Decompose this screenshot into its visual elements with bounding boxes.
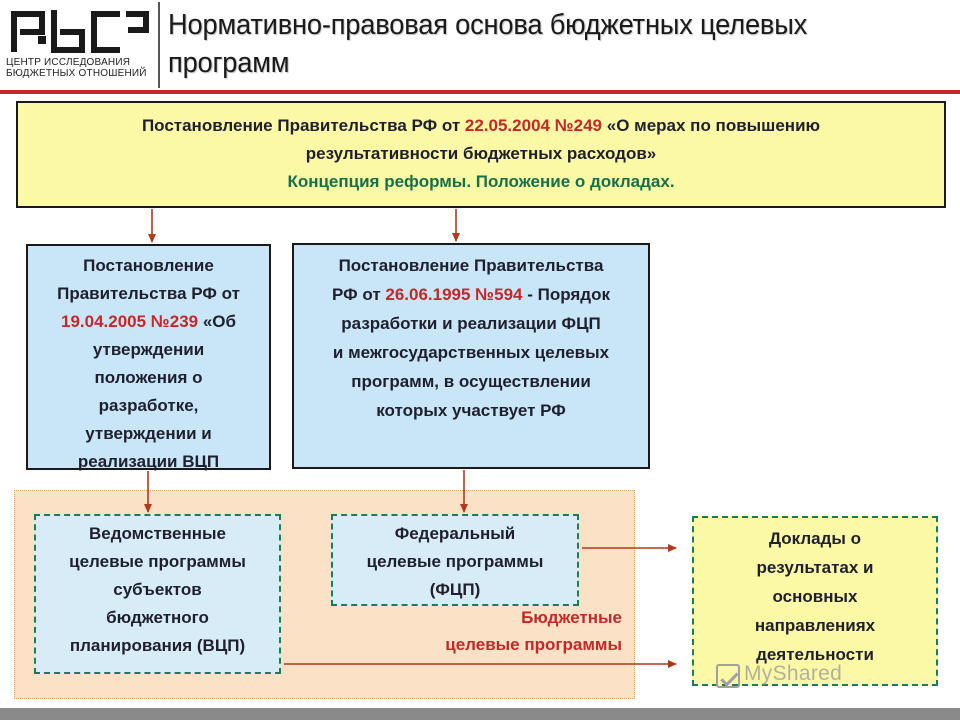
fcp-line: Федеральный <box>394 524 516 543</box>
logo-caption-line2: БЮДЖЕТНЫХ ОТНОШЕНИЙ <box>6 68 147 79</box>
decree-594-line: и межгосударственных целевых <box>332 343 610 362</box>
decree-594-box: Постановление Правительства РФ от 26.06.… <box>292 243 650 469</box>
budget-programs-label-line: целевые программы <box>445 635 622 654</box>
decree-239-ref: 19.04.2005 №239 <box>60 312 199 331</box>
logo: ЦЕНТР ИССЛЕДОВАНИЯ БЮДЖЕТНЫХ ОТНОШЕНИЙ <box>0 0 158 88</box>
decree-239-ref-line: 19.04.2005 №239 «Об <box>28 308 269 336</box>
decree-594-ref: 26.06.1995 №594 <box>385 285 523 304</box>
footer-bar <box>0 708 960 720</box>
fcp-line: (ФЦП) <box>429 580 481 599</box>
reports-line: Доклады о <box>768 529 862 548</box>
reports-box: Доклады о результатах и основных направл… <box>692 516 938 686</box>
title-line2: программ <box>168 47 290 79</box>
fcp-line: целевые программы <box>366 552 544 571</box>
decree-594-line: программ, в осуществлении <box>351 372 591 391</box>
budget-programs-label: Бюджетные целевые программы <box>400 604 622 658</box>
title-line1: Нормативно-правовая основа бюджетных цел… <box>168 9 808 41</box>
decree-594-line: - Порядок <box>522 285 610 304</box>
watermark: MyShared <box>744 662 843 685</box>
vcp-line: планирования (ВЦП) <box>69 636 246 655</box>
reports-line: деятельности <box>756 645 874 664</box>
decree-239-line: «Об <box>198 312 237 331</box>
decree-239-line: утверждении <box>92 340 205 359</box>
budget-programs-label-line: Бюджетные <box>521 608 622 627</box>
decree-594-line: которых участвует РФ <box>376 401 566 420</box>
vcp-box: Ведомственные целевые программы субъекто… <box>34 514 281 674</box>
header-divider <box>158 2 160 88</box>
rbs-logo-mark <box>11 10 149 53</box>
decree-239-line: положения о <box>94 368 203 387</box>
decree-239-box: Постановление Правительства РФ от 19.04.… <box>26 244 271 471</box>
decree-594-line: разработки и реализации ФЦП <box>341 314 601 333</box>
decree-249-text-tail: «О мерах по повышению <box>602 116 821 135</box>
decree-239-line: разработке, <box>98 396 199 415</box>
decree-239-line: утверждении и <box>85 424 212 443</box>
reports-line: результатах и <box>756 558 874 577</box>
decree-249-line1: Постановление Правительства РФ от 22.05.… <box>18 112 944 140</box>
header-rule <box>0 90 960 94</box>
decree-594-ref-line: РФ от 26.06.1995 №594 - Порядок <box>294 280 648 309</box>
decree-594-line: РФ от <box>332 285 386 304</box>
decree-239-line: Правительства РФ от <box>57 284 240 303</box>
vcp-line: Ведомственные <box>88 524 226 543</box>
decree-249-box: Постановление Правительства РФ от 22.05.… <box>16 101 946 208</box>
fcp-box: Федеральный целевые программы (ФЦП) <box>331 514 579 606</box>
page-title: Нормативно-правовая основа бюджетных цел… <box>168 6 901 82</box>
decree-249-ref: 22.05.2004 №249 <box>464 116 603 135</box>
reports-line: основных <box>772 587 858 606</box>
reports-line: направлениях <box>754 616 876 635</box>
decree-249-line2: результативности бюджетных расходов» <box>305 144 657 163</box>
decree-239-line: реализации ВЦП <box>77 452 220 471</box>
vcp-line: субъектов <box>113 580 202 599</box>
watermark-icon <box>716 664 740 688</box>
decree-239-line: Постановление <box>83 256 214 275</box>
decree-249-text: Постановление Правительства РФ от <box>141 116 465 135</box>
logo-caption-line1: ЦЕНТР ИССЛЕДОВАНИЯ <box>6 57 131 68</box>
decree-594-line: Постановление Правительства <box>338 256 604 275</box>
vcp-line: целевые программы <box>69 552 246 571</box>
decree-249-concept: Концепция реформы. Положение о докладах. <box>287 172 675 191</box>
vcp-line: бюджетного <box>106 608 209 627</box>
